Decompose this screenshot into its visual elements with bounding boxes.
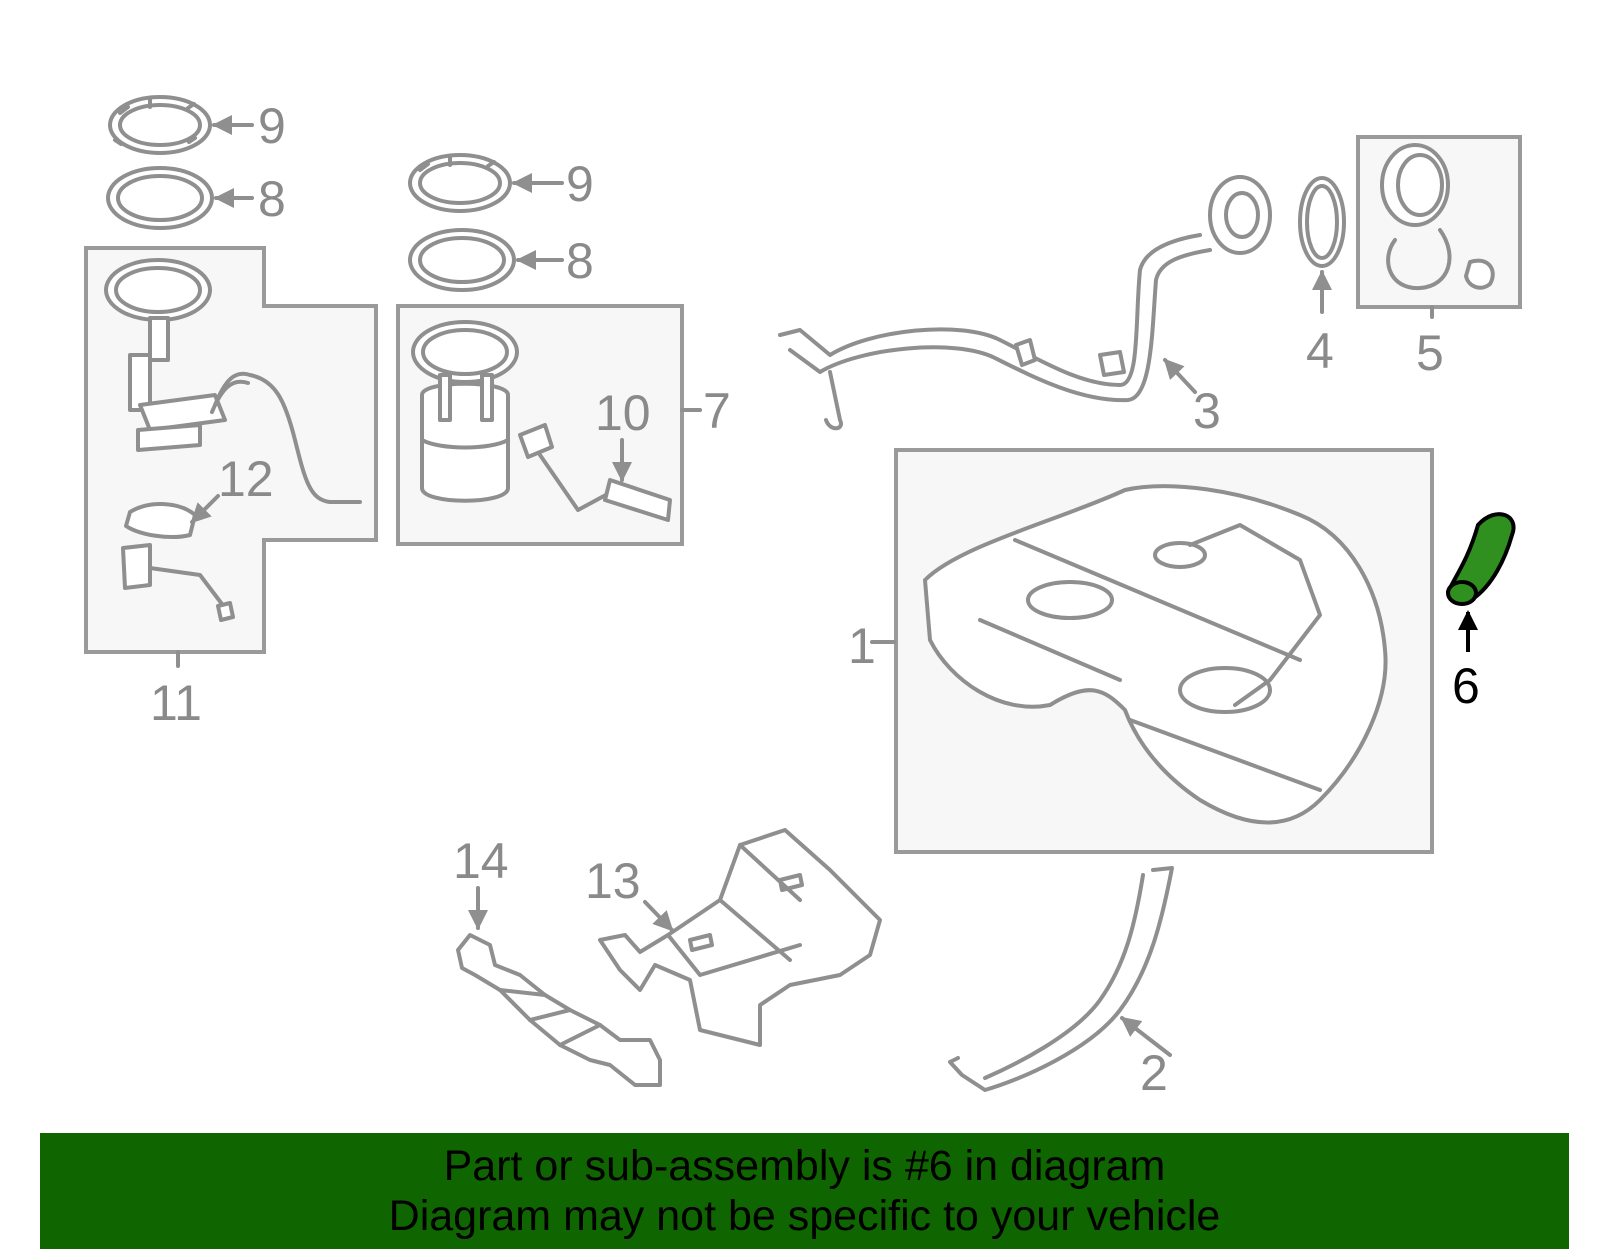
- banner-line-2: Diagram may not be specific to your vehi…: [388, 1192, 1221, 1240]
- part-2-tank-strap[interactable]: [948, 866, 1174, 1092]
- part-9-left-lock-ring[interactable]: [108, 95, 212, 155]
- callout-6: 6: [1452, 658, 1480, 714]
- callout-13: 13: [585, 853, 641, 909]
- callout-2: 2: [1140, 1045, 1168, 1101]
- callout-8-mid: 8: [566, 233, 594, 289]
- info-banner: Part or sub-assembly is #6 in diagram Di…: [40, 1133, 1569, 1249]
- callout-9-left: 9: [258, 98, 286, 154]
- part-7-fuel-pump[interactable]: [411, 320, 519, 503]
- callout-7: 7: [703, 383, 731, 439]
- callout-9-mid: 9: [566, 156, 594, 212]
- callout-5: 5: [1416, 325, 1444, 381]
- part-12-sending-unit[interactable]: [121, 502, 235, 622]
- part-6-hose-highlighted[interactable]: [1446, 512, 1516, 606]
- callout-10: 10: [595, 385, 651, 441]
- part-11-fuel-sender[interactable]: [104, 258, 362, 504]
- part-1-fuel-tank[interactable]: [923, 484, 1388, 825]
- callout-14: 14: [453, 833, 509, 889]
- callout-12: 12: [218, 451, 274, 507]
- callout-3: 3: [1193, 383, 1221, 439]
- banner-background: [40, 1133, 1569, 1249]
- part-10-fuel-level-sensor[interactable]: [518, 423, 672, 522]
- part-13-heat-shield[interactable]: [598, 828, 882, 1047]
- callout-1: 1: [848, 618, 876, 674]
- part-4-filler-seal[interactable]: [1298, 176, 1346, 268]
- leader-2: [1120, 1016, 1172, 1057]
- leader-12: [190, 494, 220, 524]
- part-9-mid-lock-ring[interactable]: [408, 153, 512, 213]
- callout-11: 11: [150, 675, 202, 731]
- part-5-fuel-cap[interactable]: [1380, 143, 1495, 291]
- callout-4: 4: [1306, 323, 1334, 379]
- banner-line-1: Part or sub-assembly is #6 in diagram: [443, 1142, 1166, 1190]
- leader-13: [643, 900, 674, 932]
- part-8-left-gasket[interactable]: [106, 166, 214, 230]
- part-14-heat-shield[interactable]: [456, 933, 662, 1087]
- callout-8-left: 8: [258, 171, 286, 227]
- leader-3: [1163, 358, 1197, 394]
- part-8-mid-gasket[interactable]: [408, 228, 516, 292]
- part-3-filler-pipe[interactable]: [778, 175, 1272, 431]
